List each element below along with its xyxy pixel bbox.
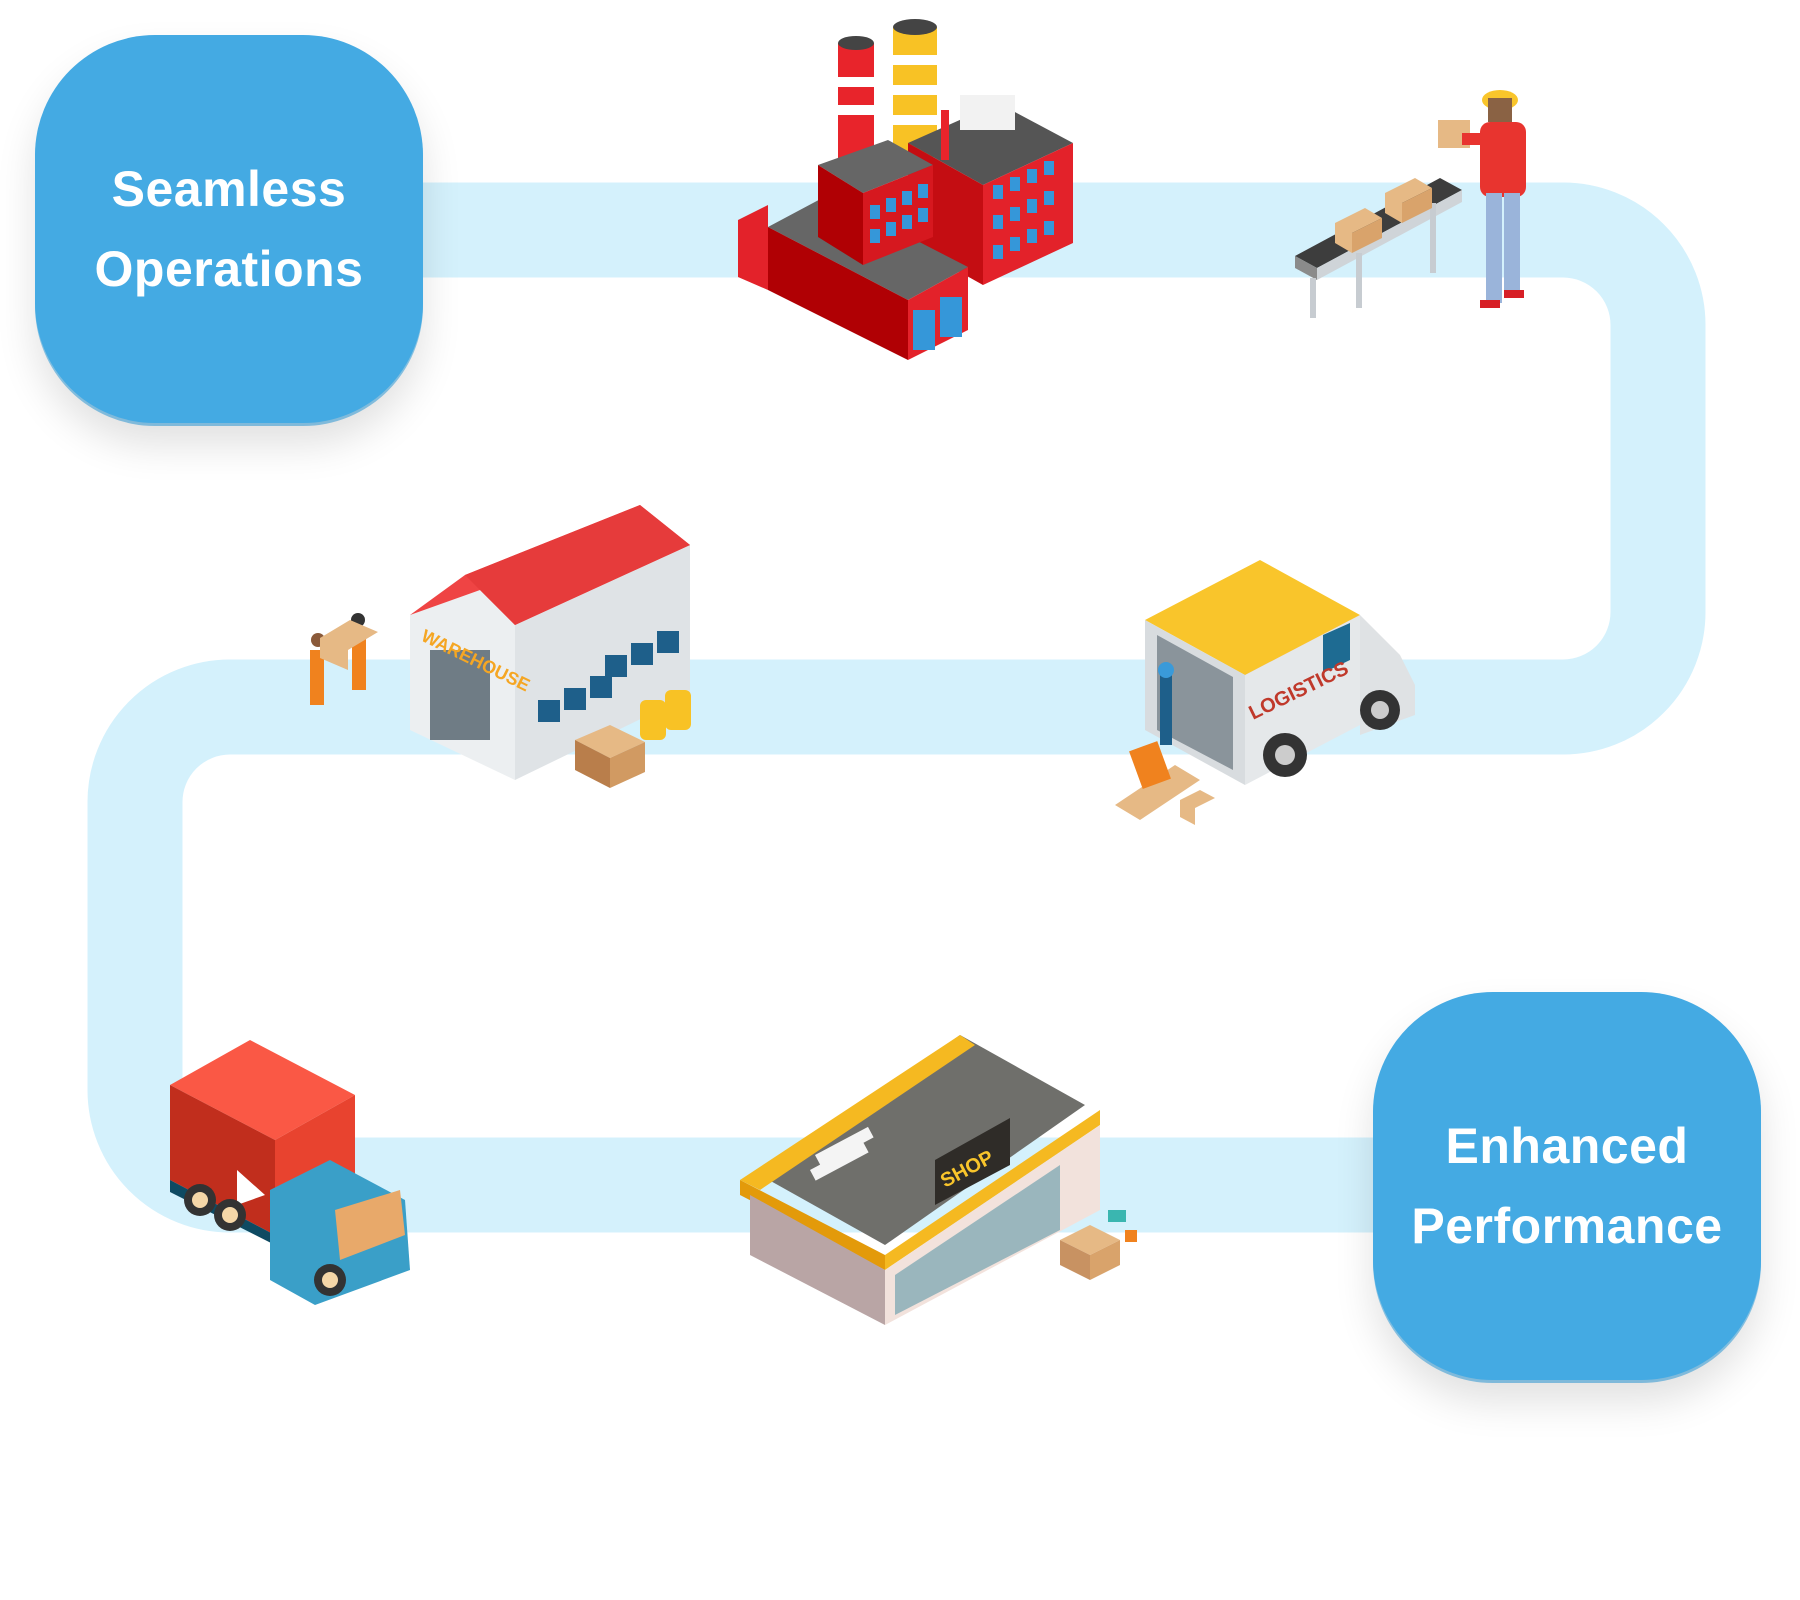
end-box-line1: Enhanced <box>1445 1118 1689 1174</box>
end-box-line2: Performance <box>1411 1198 1723 1254</box>
conveyor-packaging-illustration <box>1290 78 1550 328</box>
shop-icon: SHOP <box>740 1035 1137 1325</box>
factory-illustration <box>738 15 1078 360</box>
warehouse-illustration: WAREHOUSE <box>300 505 695 810</box>
seamless-operations-box: Seamless Operations <box>35 35 423 423</box>
delivery-truck-illustration <box>155 1030 425 1305</box>
truck-icon <box>170 1040 410 1305</box>
flow-path-band <box>87 182 1706 1233</box>
factory-icon <box>738 19 1073 360</box>
enhanced-performance-box: Enhanced Performance <box>1373 992 1761 1380</box>
delivery-van-icon: LOGISTICS <box>1115 560 1415 825</box>
start-box-line1: Seamless <box>111 161 347 217</box>
conveyor-worker-icon <box>1295 90 1526 318</box>
warehouse-icon: WAREHOUSE <box>310 505 691 788</box>
start-box-line2: Operations <box>94 241 364 297</box>
logistics-van-illustration: LOGISTICS <box>1115 555 1420 845</box>
shop-illustration: SHOP <box>730 1030 1150 1330</box>
